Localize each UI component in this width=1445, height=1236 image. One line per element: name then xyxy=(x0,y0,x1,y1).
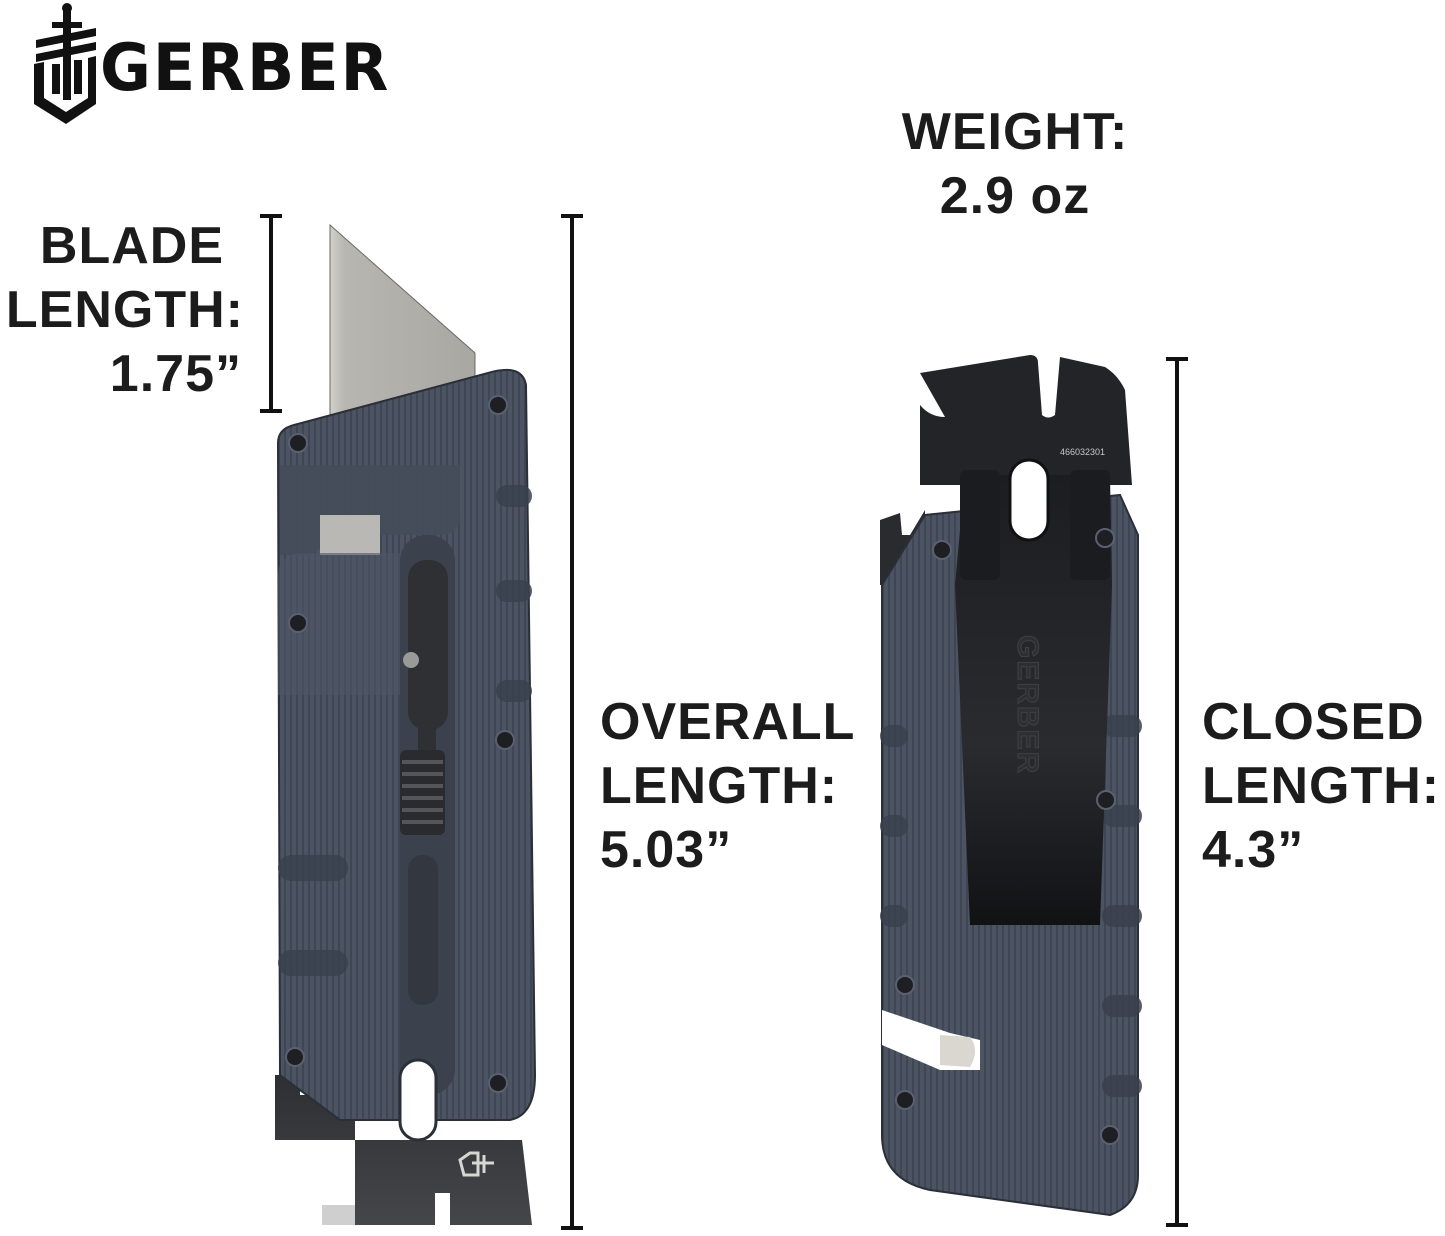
closed-length-value: 4.3” xyxy=(1202,821,1305,879)
blade-length-value: 1.75” xyxy=(109,345,242,403)
closed-length-dimension-bar xyxy=(1166,357,1188,1227)
blade-length-label-line2: LENGTH: xyxy=(5,281,244,339)
registered-mark: ® xyxy=(356,42,365,54)
cutter-blade xyxy=(940,1035,975,1067)
weight-value: 2.9 oz xyxy=(939,167,1091,225)
lanyard-hole xyxy=(398,1058,438,1142)
pocket-clip: GERBER xyxy=(955,458,1112,925)
serial-number: 466032301 xyxy=(1060,447,1105,457)
gerber-sword-shield-icon xyxy=(34,3,96,124)
pry-tool-top xyxy=(920,355,1132,485)
closed-length-spec: CLOSED LENGTH: 4.3” xyxy=(1202,690,1440,882)
weight-spec: WEIGHT: 2.9 oz xyxy=(880,100,1150,228)
overall-length-value: 5.03” xyxy=(600,821,733,879)
brand-wordmark: GERBER xyxy=(100,29,391,106)
blade-length-spec: BLADE LENGTH: 1.75” xyxy=(0,214,244,406)
blade-slider-button[interactable] xyxy=(400,750,445,835)
closed-length-label-line1: CLOSED xyxy=(1202,693,1425,751)
gerber-mini-logo-icon xyxy=(458,1151,494,1177)
blade-length-label-line1: BLADE xyxy=(39,217,224,275)
closed-knife-illustration: 466032301 GERBER xyxy=(880,355,1142,1217)
torx-screws xyxy=(285,395,515,1093)
weight-label: WEIGHT: xyxy=(901,103,1129,161)
overall-length-label-line2: LENGTH: xyxy=(600,757,839,815)
overall-length-spec: OVERALL LENGTH: 5.03” xyxy=(600,690,855,882)
clip-engraving: GERBER xyxy=(1011,635,1044,775)
open-knife-illustration xyxy=(275,223,537,1225)
overall-length-dimension-bar xyxy=(561,214,583,1230)
overall-length-label-line1: OVERALL xyxy=(600,693,856,751)
closed-length-label-line2: LENGTH: xyxy=(1202,757,1441,815)
blade-length-dimension-bar xyxy=(260,214,282,413)
torx-screws xyxy=(895,528,1120,1145)
clip-slot xyxy=(1008,458,1050,542)
